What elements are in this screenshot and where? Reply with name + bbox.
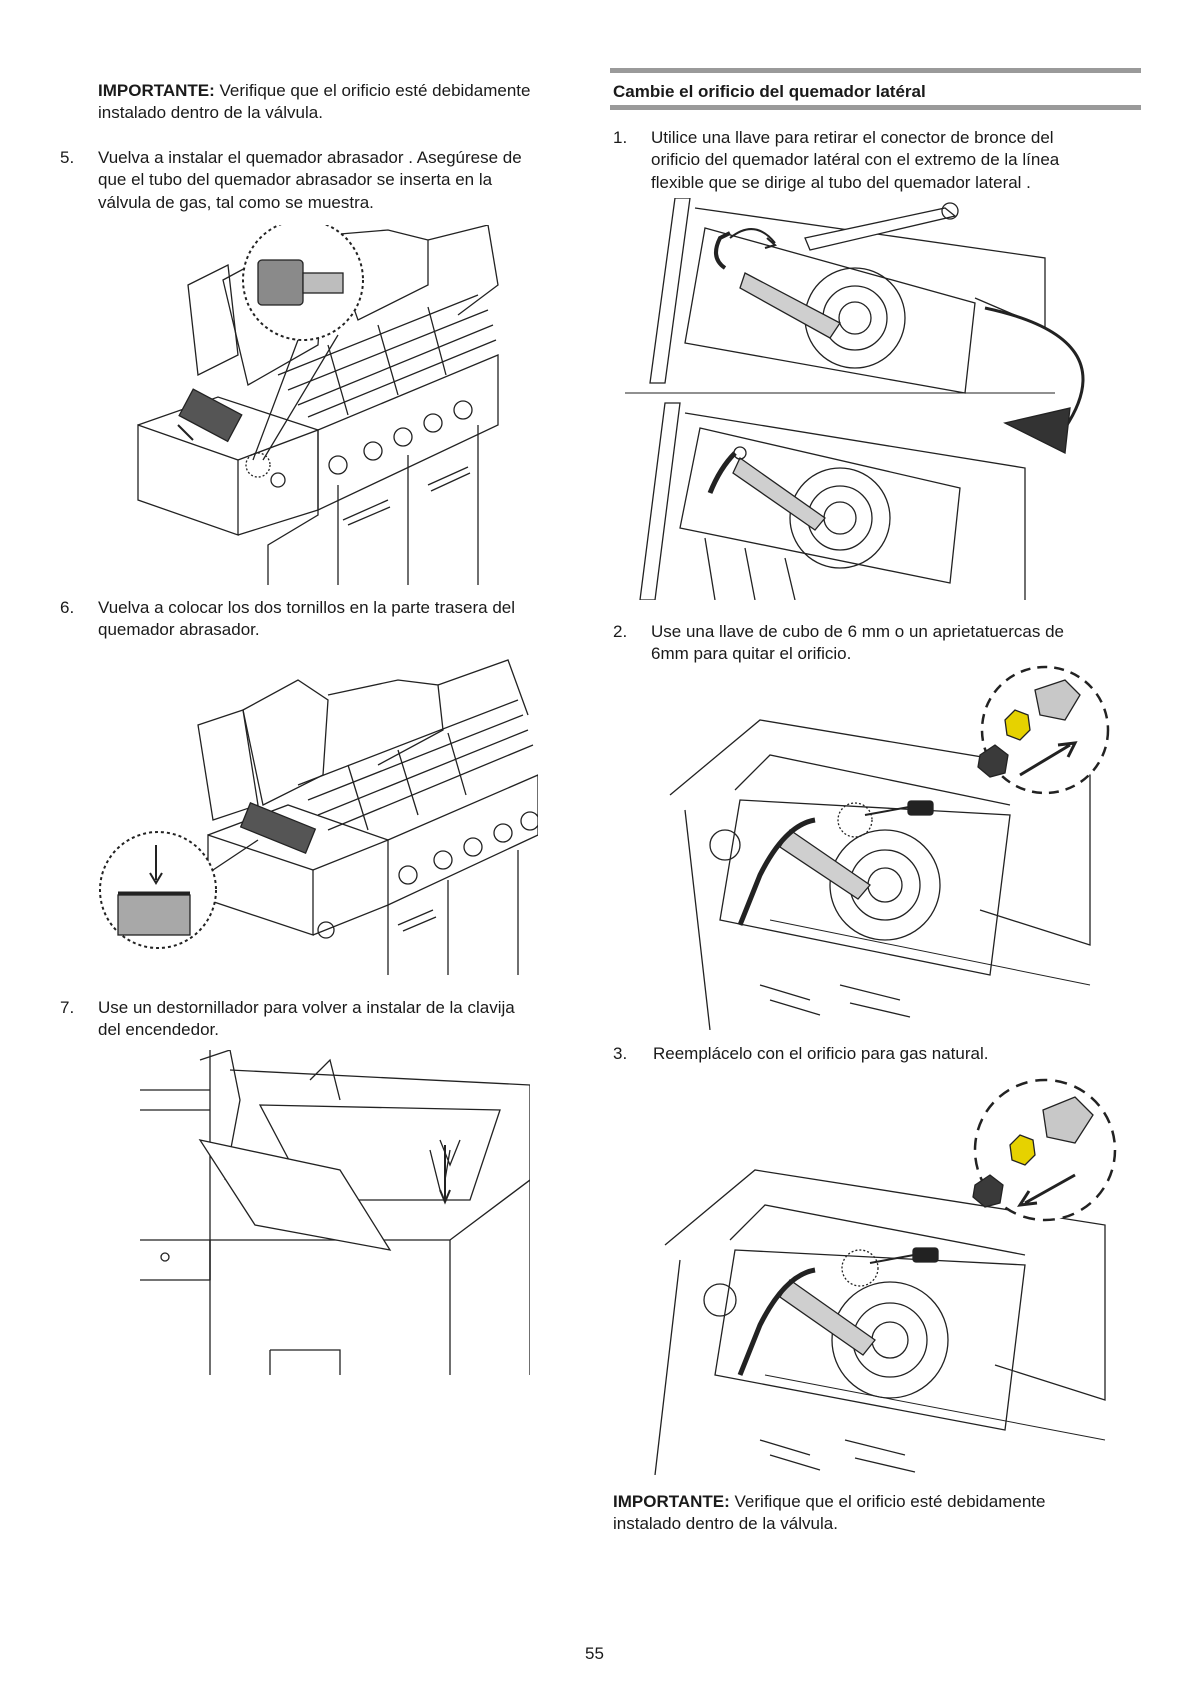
step-text-line2: orificio del quemador latéral con el ext…	[651, 150, 1060, 170]
step-number: 7.	[60, 998, 75, 1017]
figure-sear-burner-screws	[98, 655, 538, 975]
step-1: 1. Utilice una llave para retirar el con…	[613, 127, 1133, 197]
important-note-bottom: IMPORTANTE: Verifique que el orificio es…	[613, 1491, 1133, 1536]
page-number: 55	[585, 1644, 604, 1663]
important-label: IMPORTANTE:	[613, 1492, 730, 1511]
section-title: Cambie el orificio del quemador latéral	[613, 82, 926, 101]
figure-replace-orifice	[645, 1075, 1125, 1475]
step-text-line3: válvula de gas, tal como se muestra.	[98, 192, 374, 212]
figure-remove-orifice	[650, 665, 1115, 1030]
important-text: Verifique que el orificio esté debidamen…	[219, 81, 531, 100]
step-text-line2: del encendedor.	[98, 1020, 219, 1040]
step-2: 2. Use una llave de cubo de 6 mm o un ap…	[613, 621, 1133, 669]
step-number: 2.	[613, 622, 628, 641]
figure-igniter-install	[140, 1050, 530, 1375]
important-label: IMPORTANTE:	[98, 81, 215, 100]
step-3: 3. Reemplácelo con el orificio para gas …	[613, 1043, 1133, 1069]
step-text-line2: quemador abrasador.	[98, 620, 260, 640]
figure-sear-burner-install	[128, 225, 528, 585]
step-7: 7. Use un destornillador para volver a i…	[60, 997, 580, 1045]
step-text-line1: Vuelva a instalar el quemador abrasador …	[98, 148, 522, 167]
step-5: 5. Vuelva a instalar el quemador abrasad…	[60, 147, 580, 217]
section-rule-top	[610, 68, 1141, 73]
section-rule-bottom	[610, 105, 1141, 110]
step-text-line2: que el tubo del quemador abrasador se in…	[98, 170, 493, 190]
step-6: 6. Vuelva a colocar los dos tornillos en…	[60, 597, 580, 645]
step-text-line1: Utilice una llave para retirar el conect…	[651, 128, 1054, 147]
step-number: 3.	[613, 1044, 628, 1063]
step-number: 6.	[60, 598, 75, 617]
step-text-line3: flexible que se dirige al tubo del quema…	[651, 172, 1031, 192]
step-number: 1.	[613, 128, 628, 147]
step-text-line1: Use un destornillador para volver a inst…	[98, 998, 515, 1017]
step-number: 5.	[60, 148, 75, 167]
important-text-line2: instalado dentro de la válvula.	[98, 103, 323, 123]
step-text-line1: Reemplácelo con el orificio para gas nat…	[653, 1044, 989, 1063]
step-text-line2: 6mm para quitar el orificio.	[651, 644, 852, 664]
step-text-line1: Use una llave de cubo de 6 mm o un aprie…	[651, 622, 1064, 641]
important-text: Verifique que el orificio esté debidamen…	[734, 1492, 1046, 1511]
important-note-top: IMPORTANTE: Verifique que el orificio es…	[98, 80, 598, 125]
step-text-line1: Vuelva a colocar los dos tornillos en la…	[98, 598, 516, 617]
figure-remove-connector	[625, 198, 1130, 600]
important-text-line2: instalado dentro de la válvula.	[613, 1514, 838, 1534]
